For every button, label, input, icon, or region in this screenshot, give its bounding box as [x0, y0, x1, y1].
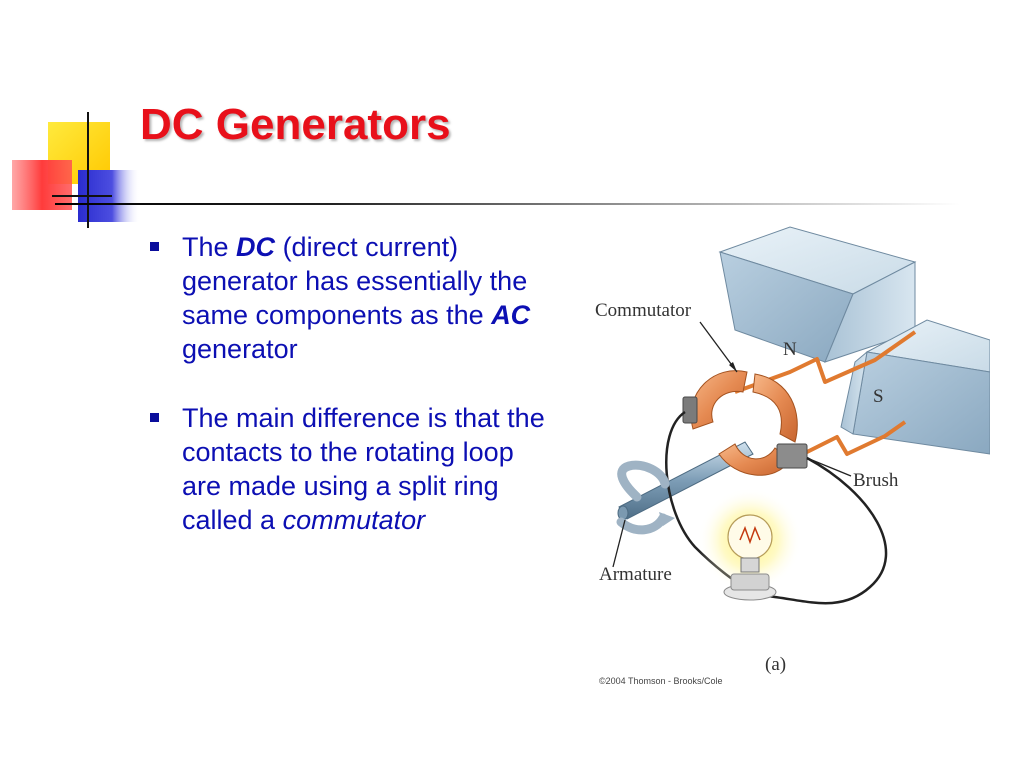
south-magnet: [840, 319, 990, 455]
label-south: S: [873, 386, 884, 407]
circuit-wire-2: [766, 456, 888, 605]
label-commutator: Commutator: [595, 300, 692, 321]
bullet-list: The DC (direct current) generator has es…: [146, 230, 546, 537]
bullet-text-1: The DC (direct current) generator has es…: [182, 232, 531, 364]
label-brush: Brush: [853, 470, 899, 491]
north-magnet: [718, 226, 917, 363]
light-bulb-icon: [698, 488, 802, 601]
bullet-marker-icon: [150, 413, 159, 422]
label-panel-a: (a): [765, 654, 786, 675]
bullet-marker-icon: [150, 242, 159, 251]
commutator: [690, 370, 798, 476]
title-divider: [55, 203, 960, 205]
bullet-item-1: The DC (direct current) generator has es…: [146, 230, 546, 366]
rotating-loop: [734, 330, 917, 469]
decorative-corner-squares: [12, 112, 140, 228]
deco-red-square: [12, 160, 72, 210]
bullet-item-2: The main difference is that the contacts…: [146, 401, 546, 537]
brush-lower: [776, 443, 808, 469]
label-north: N: [783, 339, 797, 360]
brush-upper: [682, 396, 698, 424]
dc-generator-diagram: Commutator N S Brush Armature (a) ©2004 …: [595, 226, 990, 686]
slide-title: DC Generators: [140, 100, 451, 149]
copyright-text: ©2004 Thomson - Brooks/Cole: [599, 676, 723, 686]
rotation-arrow-icon: [616, 460, 675, 535]
label-armature: Armature: [599, 564, 672, 585]
bullet-text-2: The main difference is that the contacts…: [182, 403, 545, 535]
